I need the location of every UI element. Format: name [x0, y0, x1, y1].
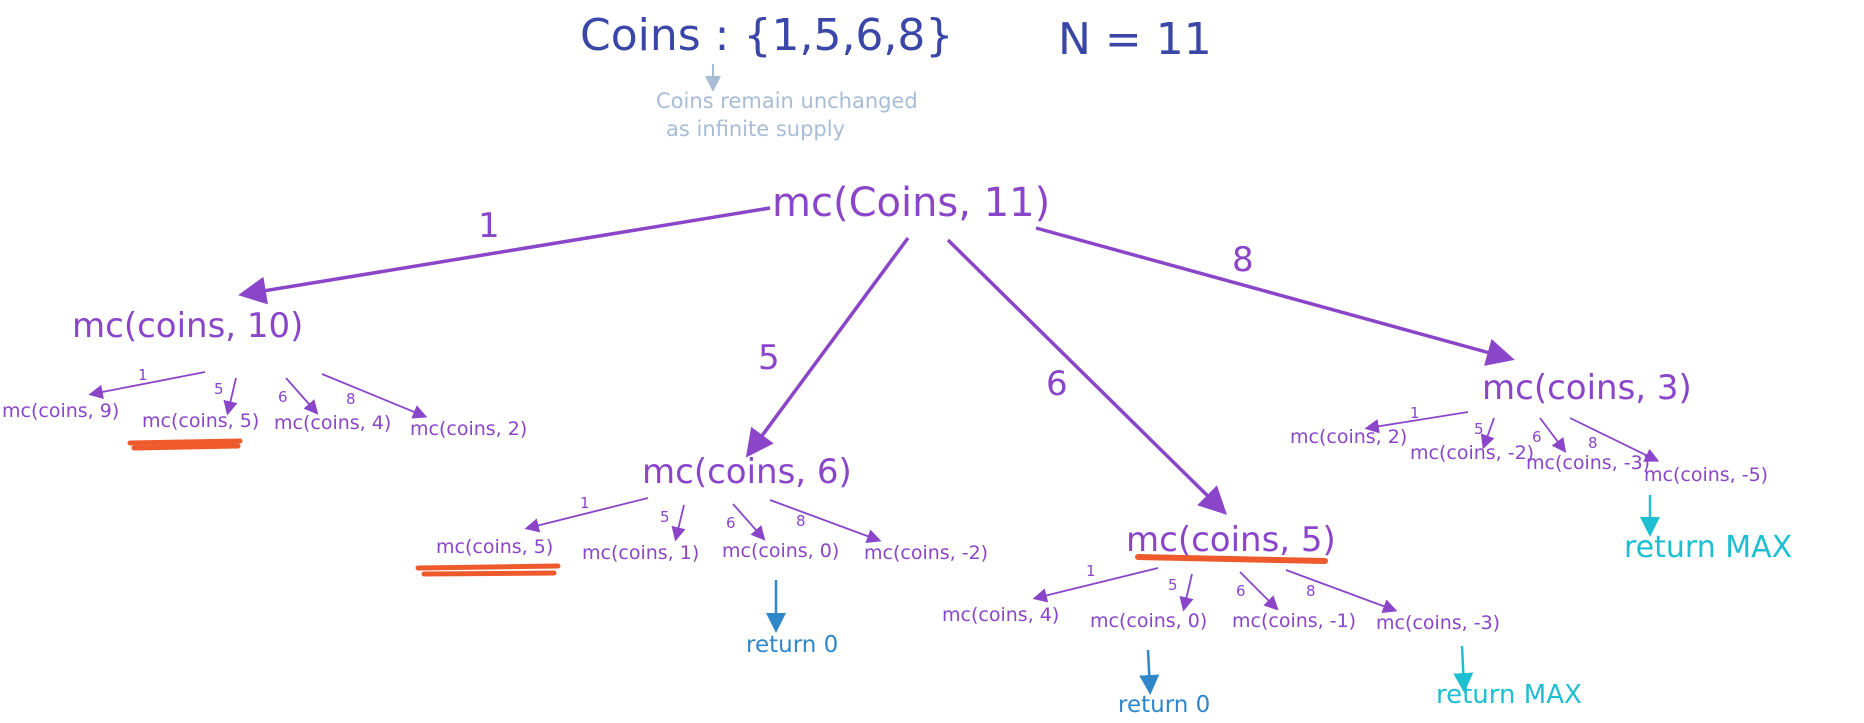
node-c: mc(coins, 5): [1126, 520, 1336, 560]
node-d-2: mc(coins, -2): [1410, 442, 1535, 464]
highlight-c: [1135, 554, 1328, 564]
node-c-3: mc(coins, -1): [1232, 610, 1357, 632]
return-arrow-c0: [1139, 649, 1160, 695]
edge-b-5: [671, 504, 686, 542]
sub-label-c-5: 5: [1168, 576, 1178, 594]
node-a-2: mc(coins, 5): [142, 410, 260, 432]
node-b-4: mc(coins, -2): [864, 542, 989, 564]
sub-label-b-1: 1: [580, 494, 590, 512]
edge-b-8: [769, 499, 882, 544]
edge-a-6: [285, 377, 319, 415]
node-b: mc(coins, 6): [642, 452, 852, 492]
edge-label-5: 5: [758, 338, 780, 378]
node-c-1: mc(coins, 4): [942, 604, 1060, 626]
edge-label-1: 1: [478, 206, 500, 246]
node-c-2: mc(coins, 0): [1090, 610, 1208, 632]
edge-label-8: 8: [1232, 240, 1254, 280]
edge-d-1: [1364, 411, 1469, 434]
sub-label-a-1: 1: [138, 366, 148, 384]
edge-b-1: [524, 497, 649, 533]
sub-label-d-8: 8: [1588, 434, 1598, 452]
sub-label-c-6: 6: [1236, 582, 1246, 600]
edge-root-a: [238, 206, 771, 305]
node-a-3: mc(coins, 4): [274, 412, 392, 434]
sub-label-b-8: 8: [796, 512, 806, 530]
node-c-4: mc(coins, -3): [1376, 612, 1501, 634]
edge-root-b: [745, 236, 910, 458]
node-b-2: mc(coins, 1): [582, 542, 700, 564]
root-node: mc(Coins, 11): [772, 180, 1051, 226]
note-line-2: as infinite supply: [666, 117, 846, 141]
node-d-1: mc(coins, 2): [1290, 426, 1408, 448]
return-b-zero: return 0: [746, 632, 839, 658]
edge-a-5: [223, 377, 238, 416]
highlight-b-5: [415, 563, 561, 577]
edge-root-d: [1035, 226, 1515, 366]
sub-label-b-5: 5: [660, 508, 670, 526]
node-d: mc(coins, 3): [1482, 368, 1692, 408]
edge-d-5: [1480, 417, 1495, 450]
highlight-a-5: [127, 438, 243, 451]
node-b-3: mc(coins, 0): [722, 540, 840, 562]
node-a-1: mc(coins, 9): [2, 400, 120, 422]
note-line-1: Coins remain unchanged: [656, 89, 918, 113]
return-arrow-cmax: [1453, 645, 1474, 693]
sub-label-a-5: 5: [214, 380, 224, 398]
sub-label-d-5: 5: [1474, 420, 1484, 438]
sub-label-c-1: 1: [1086, 562, 1096, 580]
edge-label-6: 6: [1046, 364, 1068, 404]
edge-b-6: [732, 503, 766, 541]
node-d-4: mc(coins, -5): [1644, 464, 1769, 486]
return-d-max: return MAX: [1624, 530, 1793, 565]
node-d-3: mc(coins, -3): [1526, 452, 1651, 474]
node-a: mc(coins, 10): [72, 306, 304, 346]
node-b-1: mc(coins, 5): [436, 536, 554, 558]
edge-a-1: [88, 371, 206, 400]
return-c-zero: return 0: [1118, 692, 1211, 718]
edge-c-5: [1179, 573, 1194, 612]
edge-d-6: [1539, 417, 1567, 453]
sub-label-d-6: 6: [1532, 428, 1542, 446]
sub-label-d-1: 1: [1410, 404, 1420, 422]
edge-c-1: [1032, 567, 1159, 603]
return-c-max: return MAX: [1436, 680, 1582, 710]
sub-label-b-6: 6: [726, 514, 736, 532]
node-a-4: mc(coins, 2): [410, 418, 528, 440]
edge-d-8: [1569, 417, 1660, 462]
edge-a-8: [321, 373, 428, 419]
sub-label-a-6: 6: [278, 388, 288, 406]
edge-c-8: [1285, 569, 1398, 614]
target-n: N = 11: [1058, 14, 1212, 65]
edge-root-c: [946, 238, 1227, 515]
sub-label-a-8: 8: [346, 390, 356, 408]
sub-label-c-8: 8: [1306, 582, 1316, 600]
coins-set: Coins : {1,5,6,8}: [580, 10, 954, 61]
edge-c-6: [1239, 571, 1279, 611]
